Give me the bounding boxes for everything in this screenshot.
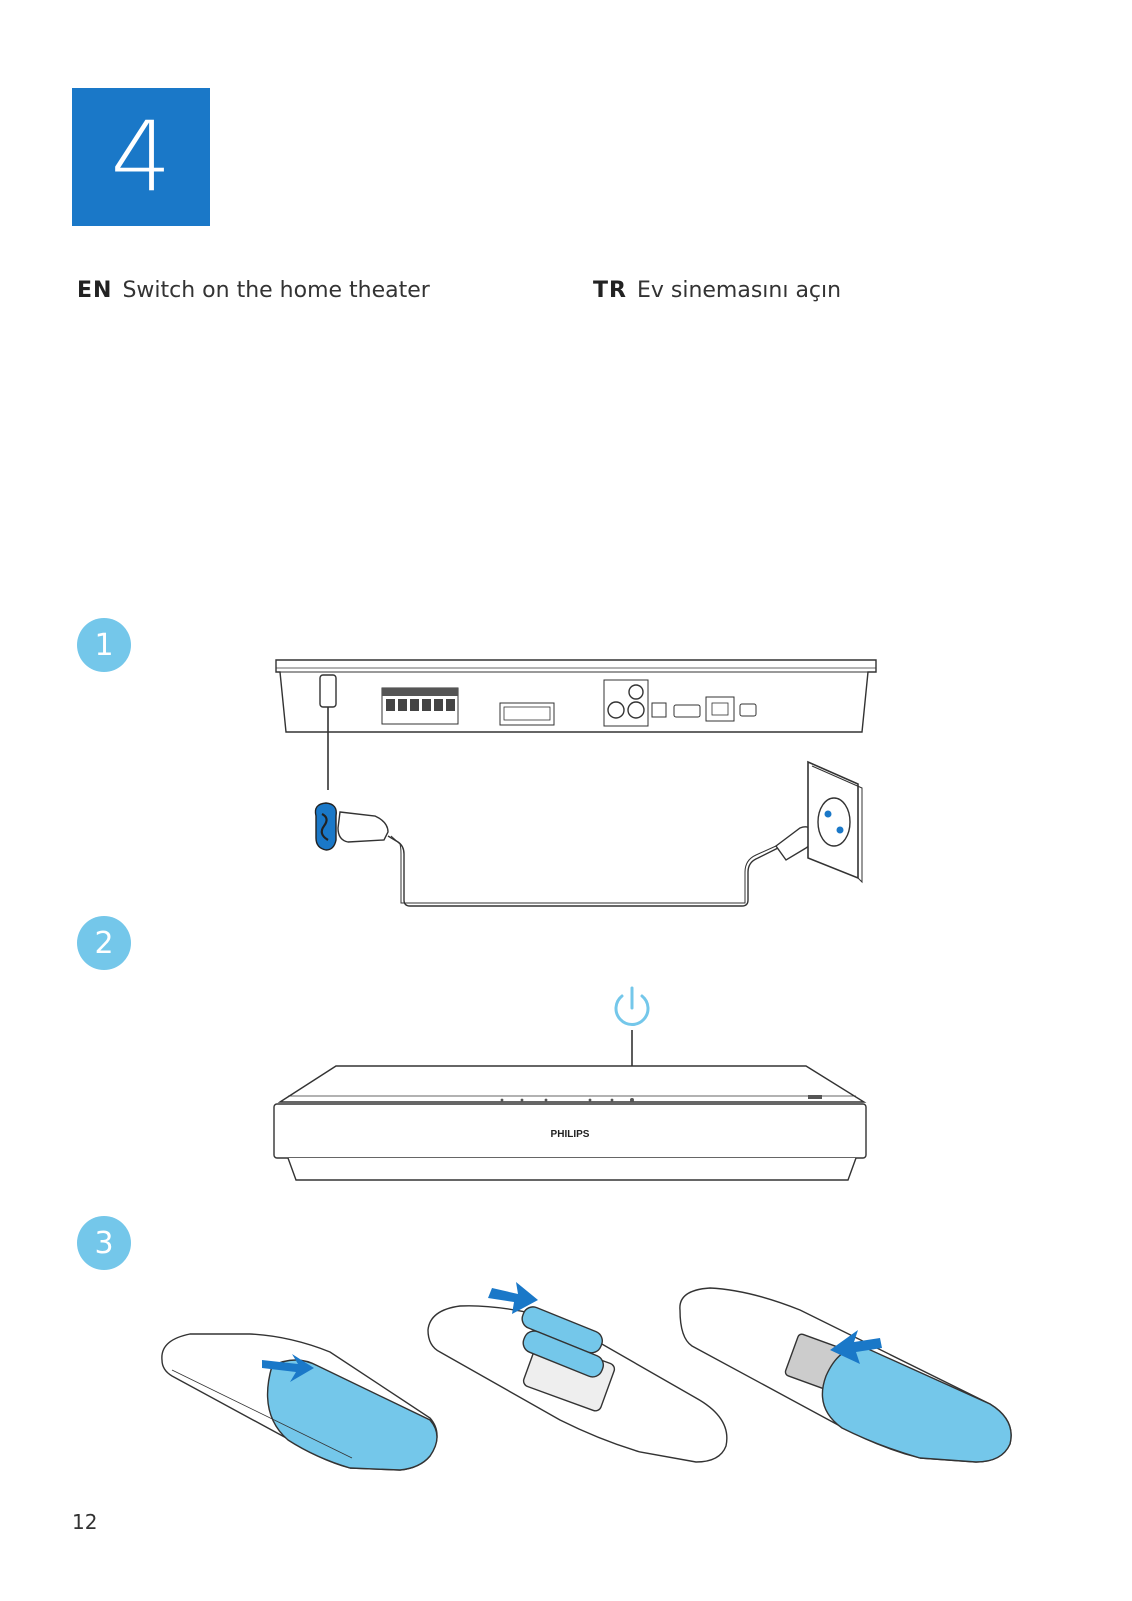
step-number: 4 [110, 101, 172, 213]
power-icon [614, 986, 650, 1026]
language-code-en: EN [77, 278, 113, 303]
sub-step-badge-3: 3 [77, 1216, 131, 1270]
heading-en: EN Switch on the home theater [77, 278, 430, 303]
home-theater-front-illustration [273, 986, 867, 1181]
sub-step-badge-2: 2 [77, 916, 131, 970]
heading-text-tr: Ev sinemasını açın [636, 278, 842, 303]
heading-text-en: Switch on the home theater [122, 278, 430, 303]
brand-logo: PHILIPS [551, 1129, 590, 1140]
rear-panel-illustration [275, 659, 877, 907]
step-number-box: 4 [72, 88, 210, 226]
sub-step-badge-1: 1 [77, 618, 131, 672]
language-code-tr: TR [593, 278, 627, 303]
remote-battery-illustration [161, 1282, 1012, 1471]
page-number: 12 [72, 1510, 98, 1534]
heading-tr: TR Ev sinemasını açın [593, 278, 841, 303]
